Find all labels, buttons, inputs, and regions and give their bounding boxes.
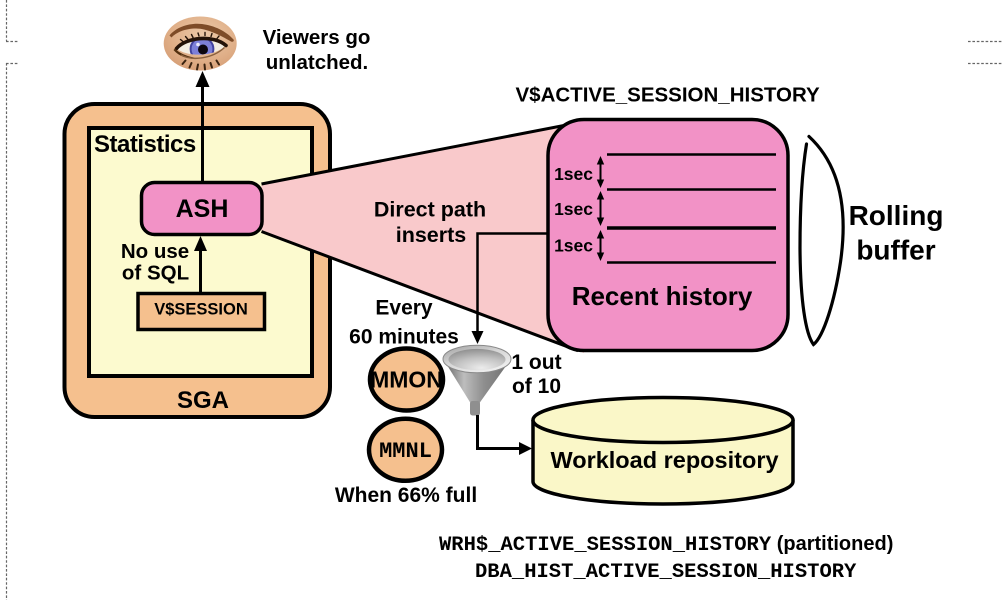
svg-text:No use: No use bbox=[121, 240, 189, 263]
svg-text:of 10: of 10 bbox=[512, 375, 561, 398]
svg-text:SGA: SGA bbox=[177, 387, 229, 414]
svg-text:Rolling: Rolling bbox=[849, 200, 944, 231]
svg-text:When 66% full: When 66% full bbox=[335, 484, 477, 507]
svg-text:of SQL: of SQL bbox=[122, 262, 189, 285]
svg-text:DBA_HIST_ACTIVE_SESSION_HISTOR: DBA_HIST_ACTIVE_SESSION_HISTORY bbox=[475, 561, 857, 584]
svg-text:buffer: buffer bbox=[856, 235, 935, 266]
svg-text:MMON: MMON bbox=[370, 367, 443, 393]
svg-text:1sec: 1sec bbox=[554, 164, 593, 184]
svg-text:Every: Every bbox=[375, 297, 433, 320]
svg-text:Recent history: Recent history bbox=[572, 281, 753, 311]
svg-text:V$ACTIVE_SESSION_HISTORY: V$ACTIVE_SESSION_HISTORY bbox=[516, 84, 821, 107]
svg-text:60 minutes: 60 minutes bbox=[349, 326, 459, 349]
svg-text:ASH: ASH bbox=[176, 195, 229, 223]
svg-text:unlatched.: unlatched. bbox=[266, 51, 369, 74]
svg-text:Viewers go: Viewers go bbox=[263, 26, 371, 49]
svg-text:Direct path: Direct path bbox=[374, 198, 486, 222]
svg-text:Workload repository: Workload repository bbox=[550, 447, 778, 473]
svg-text:1 out: 1 out bbox=[511, 351, 561, 374]
svg-text:WRH$_ACTIVE_SESSION_HISTORY (p: WRH$_ACTIVE_SESSION_HISTORY (partitioned… bbox=[439, 533, 893, 557]
svg-text:1sec: 1sec bbox=[554, 199, 593, 219]
svg-text:Statistics: Statistics bbox=[94, 131, 196, 158]
svg-text:1sec: 1sec bbox=[554, 236, 593, 256]
svg-text:V$SESSION: V$SESSION bbox=[154, 301, 248, 319]
svg-text:inserts: inserts bbox=[396, 223, 467, 247]
svg-text:MMNL: MMNL bbox=[379, 439, 432, 464]
